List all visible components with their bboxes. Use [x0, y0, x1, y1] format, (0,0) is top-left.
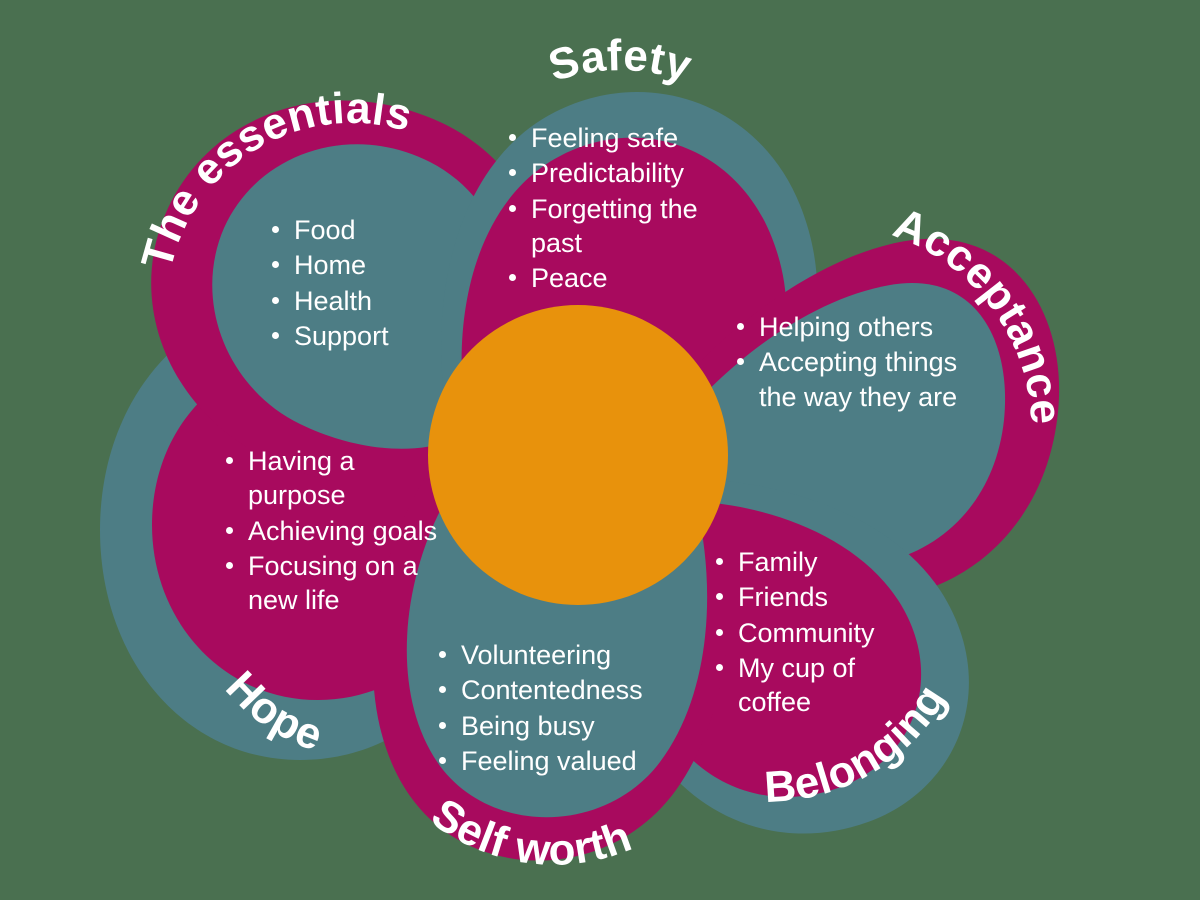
list-item: Accepting things the way they are [733, 345, 988, 414]
list-item: Forgetting the past [505, 192, 750, 261]
list-item: Peace [505, 261, 750, 295]
list-item: Contentedness [435, 673, 705, 707]
list-item: Being busy [435, 709, 705, 743]
list-item: Food [268, 213, 483, 247]
list-item: Friends [712, 580, 932, 614]
list-item: Helping others [733, 310, 988, 344]
list-item: Feeling safe [505, 121, 750, 155]
flower-center [428, 305, 728, 605]
list-item: Community [712, 616, 932, 650]
list-item: Health [268, 284, 483, 318]
list-item: My cup of coffee [712, 651, 932, 720]
list-item: Feeling valued [435, 744, 705, 778]
petal-label-safety: Safety [543, 31, 697, 91]
list-item: Having a purpose [222, 444, 442, 513]
list-item: Support [268, 319, 483, 353]
list-item: Focusing on a new life [222, 549, 442, 618]
petal-essentials-inner [212, 144, 516, 449]
list-item: Family [712, 545, 932, 579]
list-item: Home [268, 248, 483, 282]
list-item: Predictability [505, 156, 750, 190]
list-item: Achieving goals [222, 514, 442, 548]
list-item: Volunteering [435, 638, 705, 672]
